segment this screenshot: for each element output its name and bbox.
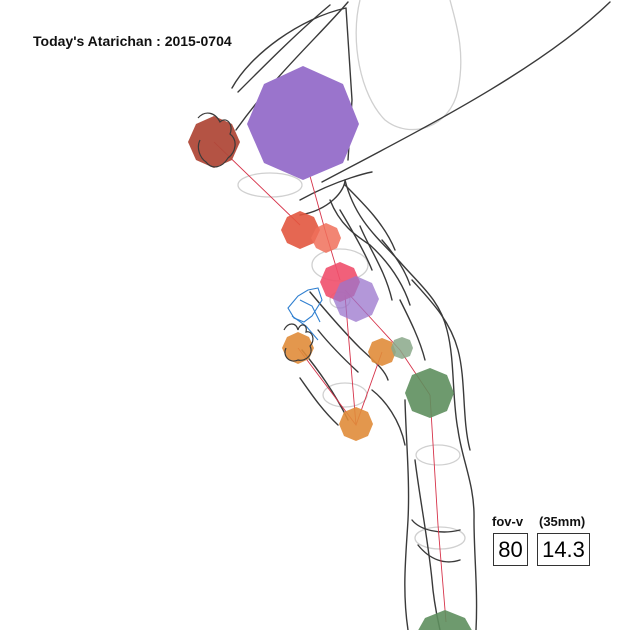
orange-hand-marker — [282, 332, 314, 364]
hair-strand-line-3 — [381, 239, 411, 286]
ghost-guides — [237, 0, 466, 550]
orange-hand-scribble — [283, 323, 314, 362]
hair-upper-line — [235, 1, 349, 131]
green-foot-marker — [418, 610, 472, 630]
hand-scribbles — [197, 112, 314, 362]
torso-inner-edge — [329, 199, 411, 306]
arm-lower-line — [301, 349, 349, 421]
orange-wrist-marker — [339, 407, 373, 441]
page-title: Today's Atarichan : 2015-0704 — [33, 33, 232, 49]
hair-strand-line-2 — [339, 209, 373, 271]
red-joint-marker — [281, 211, 320, 249]
hair-brim-lower — [299, 171, 373, 201]
hair-edge-line — [237, 4, 331, 93]
arm-upper-line — [309, 291, 389, 381]
ghost-knee-ring — [415, 444, 461, 466]
bone-spine-leg — [429, 394, 447, 623]
sketch-lines — [231, 1, 611, 630]
lens-label: (35mm) — [539, 514, 586, 529]
head-cap — [231, 7, 353, 161]
joint-markers — [188, 66, 472, 630]
torso-fold-line-2 — [399, 299, 426, 361]
ghost-head-outline — [355, 0, 462, 131]
salmon-joint-marker — [311, 223, 341, 253]
arm-hand-line — [299, 377, 339, 426]
blue-hand-finger — [299, 299, 321, 323]
orange-elbow-marker — [368, 338, 396, 366]
lens-value-field[interactable]: 14.3 — [537, 533, 590, 566]
torso-fold-line — [359, 225, 393, 301]
brown-hand-scribble — [197, 112, 236, 168]
small-green-marker — [391, 337, 413, 359]
arm-edge-line — [317, 329, 359, 373]
leg-crease-line-2 — [417, 544, 461, 563]
brown-joint-marker — [188, 116, 240, 168]
leg-crease-line — [411, 519, 461, 533]
torso-right-edge — [411, 279, 471, 451]
head-joint-marker — [247, 66, 359, 180]
blue-hand-sketch — [287, 287, 323, 341]
fov-label: fov-v — [492, 514, 524, 529]
hair-brim-line — [321, 1, 611, 183]
green-hip-marker — [405, 368, 454, 418]
waist-line — [371, 389, 406, 446]
torso-left-edge — [299, 179, 478, 630]
bone-arm-orange — [297, 347, 383, 426]
hair-strand-line — [344, 184, 396, 251]
lavender-joint-marker — [333, 276, 379, 322]
fov-value-field[interactable]: 80 — [493, 533, 528, 566]
ghost-neck-ring — [237, 172, 303, 198]
thigh-outer-line — [404, 399, 410, 630]
